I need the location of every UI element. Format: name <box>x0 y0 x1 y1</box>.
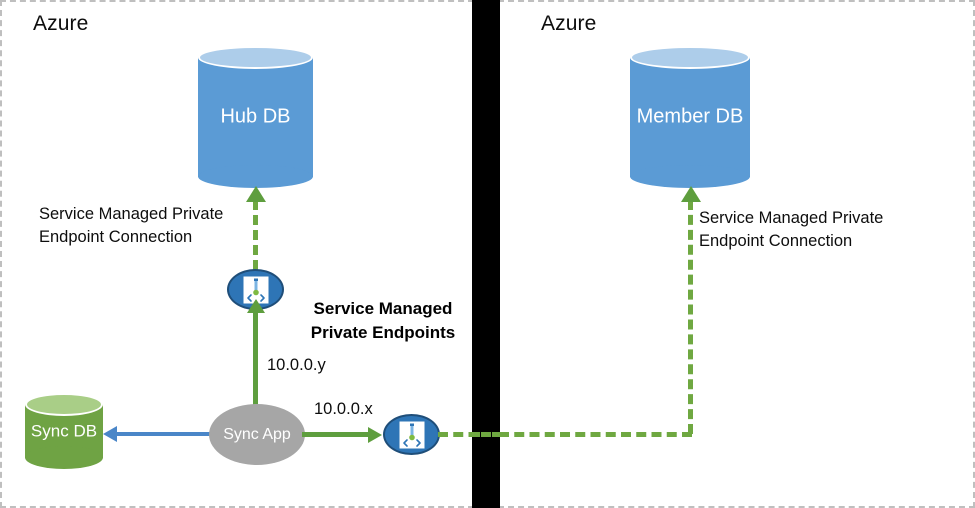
cylinder-body <box>198 57 313 177</box>
hub-db-label: Hub DB <box>220 105 291 128</box>
syncapp-to-endpoint-arrowhead-icon <box>247 299 265 313</box>
ip-address-label-hub: 10.0.0.y <box>267 356 326 374</box>
azure-label-left: Azure <box>33 12 89 35</box>
cylinder-top <box>198 46 313 69</box>
sync-app-node: Sync App <box>209 404 305 465</box>
syncapp-to-endpoint2-arrowhead-icon <box>368 427 382 443</box>
member-private-endpoint-dashed-line <box>688 200 693 434</box>
syncapp-to-endpoint-line <box>253 310 258 420</box>
member-db-label: Member DB <box>636 105 744 128</box>
hub-private-endpoint-dashed-line <box>253 200 258 270</box>
ip-address-label-member: 10.0.0.x <box>314 400 373 418</box>
dashed-line-over-separator <box>470 432 502 437</box>
hub-connection-label: Service Managed Private Endpoint Connect… <box>39 205 224 246</box>
endpoint-to-member-dashed-horizontal <box>438 432 692 437</box>
syncapp-to-syncdb-line <box>116 432 214 436</box>
sync-db-label: Sync DB <box>30 421 98 441</box>
cylinder-bottom <box>198 165 313 188</box>
cylinder-top <box>25 393 103 416</box>
private-endpoint-icon <box>399 421 424 448</box>
azure-label-right: Azure <box>541 12 597 35</box>
cylinder-top <box>630 46 750 69</box>
cylinder-body <box>630 57 750 177</box>
service-managed-private-endpoints-heading: Service Managed Private Endpoints <box>310 299 456 342</box>
cylinder-bottom <box>25 446 103 469</box>
network-boundary-separator <box>472 0 500 508</box>
syncapp-to-syncdb-arrowhead-icon <box>103 426 117 442</box>
member-arrowhead-icon <box>681 186 701 202</box>
member-db-cylinder: Member DB <box>630 46 750 188</box>
hub-arrowhead-icon <box>246 186 266 202</box>
cylinder-bottom <box>630 165 750 188</box>
private-endpoint-icon <box>243 276 268 303</box>
sync-app-label: Sync App <box>223 425 291 443</box>
hub-db-cylinder: Hub DB <box>198 46 313 188</box>
private-endpoint-node-member[interactable] <box>383 414 440 455</box>
sync-db-cylinder: Sync DB <box>25 393 103 469</box>
member-connection-label: Service Managed Private Endpoint Connect… <box>699 209 884 250</box>
syncapp-to-endpoint2-line <box>302 432 372 437</box>
